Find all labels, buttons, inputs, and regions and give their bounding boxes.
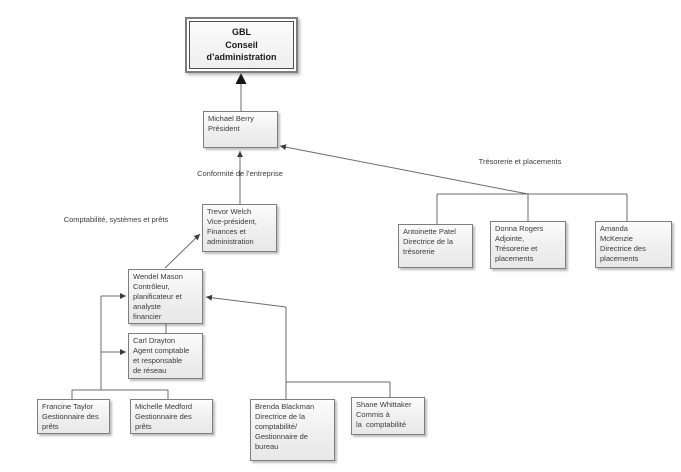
- node-carl-drayton[interactable]: Carl Drayton Agent comptable et responsa…: [128, 333, 203, 379]
- node-amanda-mckenzie[interactable]: Amanda McKenzie Directrice des placement…: [595, 221, 672, 268]
- edge-label-comptabilite: Comptabilité, systèmes et prêts: [63, 215, 169, 224]
- node-donna-rogers[interactable]: Donna Rogers Adjointe, Trésorerie et pla…: [490, 221, 566, 269]
- node-antoinette-patel[interactable]: Antoinette Patel Directrice de la trésor…: [398, 224, 473, 268]
- node-gbl-board[interactable]: GBL Conseil d’administration: [185, 17, 298, 73]
- node-michelle-medford[interactable]: Michelle Medford Gestionnaire des prêts: [130, 399, 213, 434]
- edge-left-bracket: [71, 296, 169, 400]
- node-brenda-blackman[interactable]: Brenda Blackman Directrice de la comptab…: [250, 399, 335, 461]
- node-francine-taylor[interactable]: Francine Taylor Gestionnaire des prêts: [37, 399, 110, 434]
- edge-treasury-to-michael: [279, 144, 529, 195]
- node-wendel-mason[interactable]: Wendel Mason Contrôleur, planificateur e…: [128, 269, 203, 324]
- edge-right-bracket: [285, 307, 391, 399]
- edge-right-to-wendel: [205, 294, 287, 308]
- edge-label-tresorerie: Trésorerie et placements: [478, 157, 562, 166]
- node-michael-berry[interactable]: Michael Berry Président: [203, 111, 278, 148]
- edge-michael-to-gbl-arrowhead: [235, 73, 247, 84]
- edge-treasury-bracket: [436, 193, 628, 225]
- edge-label-conformite: Conformité de l’entreprise: [197, 169, 283, 178]
- node-shane-whittaker[interactable]: Shane Whittaker Commis à la comptabilité: [351, 397, 425, 435]
- edge-wendel-to-trevor: [164, 233, 201, 269]
- node-trevor-welch[interactable]: Trevor Welch Vice-président, Finances et…: [202, 204, 277, 252]
- node-gbl-board-label: GBL Conseil d’administration: [189, 21, 294, 69]
